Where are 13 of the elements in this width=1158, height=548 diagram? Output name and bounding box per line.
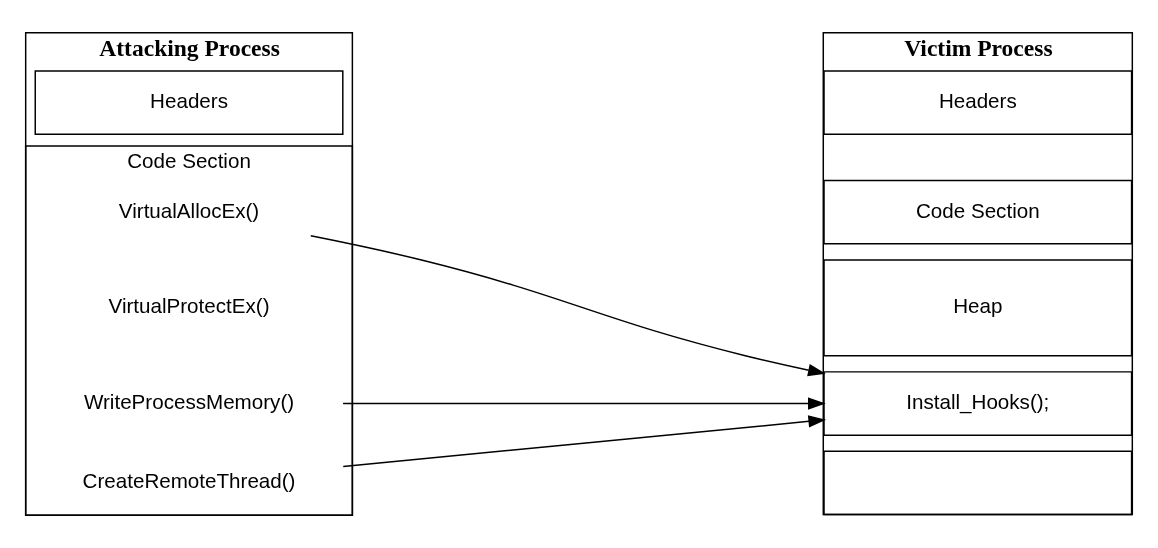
arrow bbox=[342, 397, 826, 410]
node-text: CreateRemoteThread() bbox=[82, 469, 296, 493]
node-box: Headers bbox=[34, 70, 344, 135]
node-box: Headers bbox=[823, 70, 1133, 135]
node-box bbox=[823, 450, 1133, 516]
node-text: VirtualProtectEx() bbox=[108, 294, 270, 318]
arrow bbox=[310, 235, 826, 377]
node-box: Install_Hooks(); bbox=[823, 371, 1133, 436]
node-box: Heap bbox=[823, 259, 1133, 357]
node-box: Code Section bbox=[823, 179, 1133, 245]
arrow bbox=[342, 415, 827, 468]
node-text: VirtualAllocEx() bbox=[118, 198, 260, 222]
node-text: WriteProcessMemory() bbox=[83, 389, 295, 413]
